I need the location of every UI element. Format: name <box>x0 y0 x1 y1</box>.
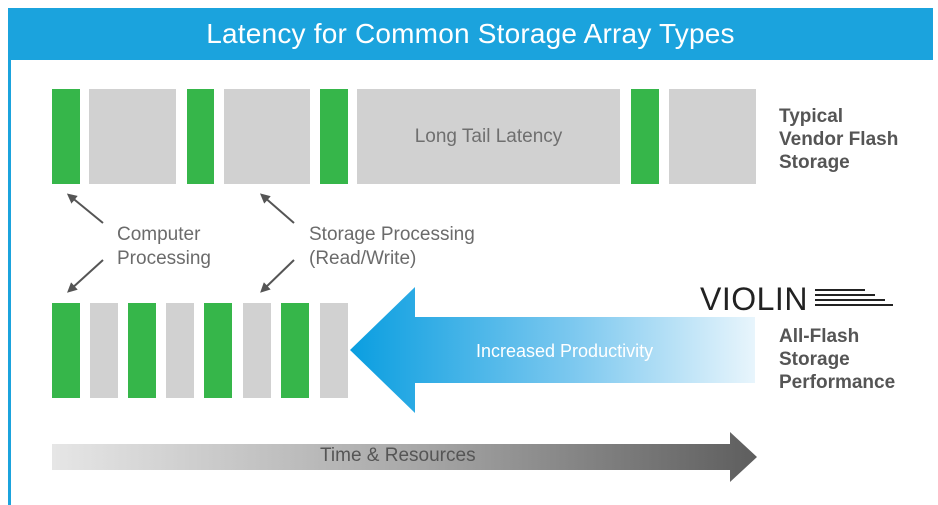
content-frame <box>8 8 933 505</box>
pointer-arrow <box>259 193 295 224</box>
storage-block <box>166 303 194 398</box>
long-tail-latency-label: Long Tail Latency <box>414 125 563 147</box>
storage-block <box>90 303 118 398</box>
compute-block <box>631 89 659 184</box>
all-flash-label: All-Flash Storage Performance <box>779 326 896 393</box>
increased-productivity-label: Increased Productivity <box>476 341 654 361</box>
compute-block <box>128 303 156 398</box>
violin-logo-lines <box>815 289 893 306</box>
violin-logo: VIOLIN <box>700 281 808 317</box>
compute-block <box>187 89 214 184</box>
pointer-arrow <box>67 259 104 293</box>
compute-block <box>52 303 80 398</box>
storage-block <box>224 89 310 184</box>
compute-block <box>320 89 348 184</box>
compute-block <box>204 303 232 398</box>
compute-block <box>281 303 309 398</box>
long-tail-latency-block: Long Tail Latency <box>357 89 620 184</box>
storage-block <box>89 89 176 184</box>
storage-block <box>243 303 271 398</box>
productivity-arrow <box>350 287 755 413</box>
storage-processing-label: Storage Processing (Read/Write) <box>309 224 475 269</box>
storage-block <box>669 89 756 184</box>
computer-processing-label: Computer Processing <box>117 224 211 269</box>
typical-vendor-label: Typical Vendor Flash Storage <box>779 106 899 173</box>
pointer-arrow <box>260 259 295 293</box>
pointer-arrow <box>66 193 104 224</box>
compute-block <box>52 89 80 184</box>
time-arrow <box>52 432 757 482</box>
storage-block <box>320 303 348 398</box>
time-resources-label: Time & Resources <box>320 445 476 466</box>
page-title: Latency for Common Storage Array Types <box>8 8 933 60</box>
